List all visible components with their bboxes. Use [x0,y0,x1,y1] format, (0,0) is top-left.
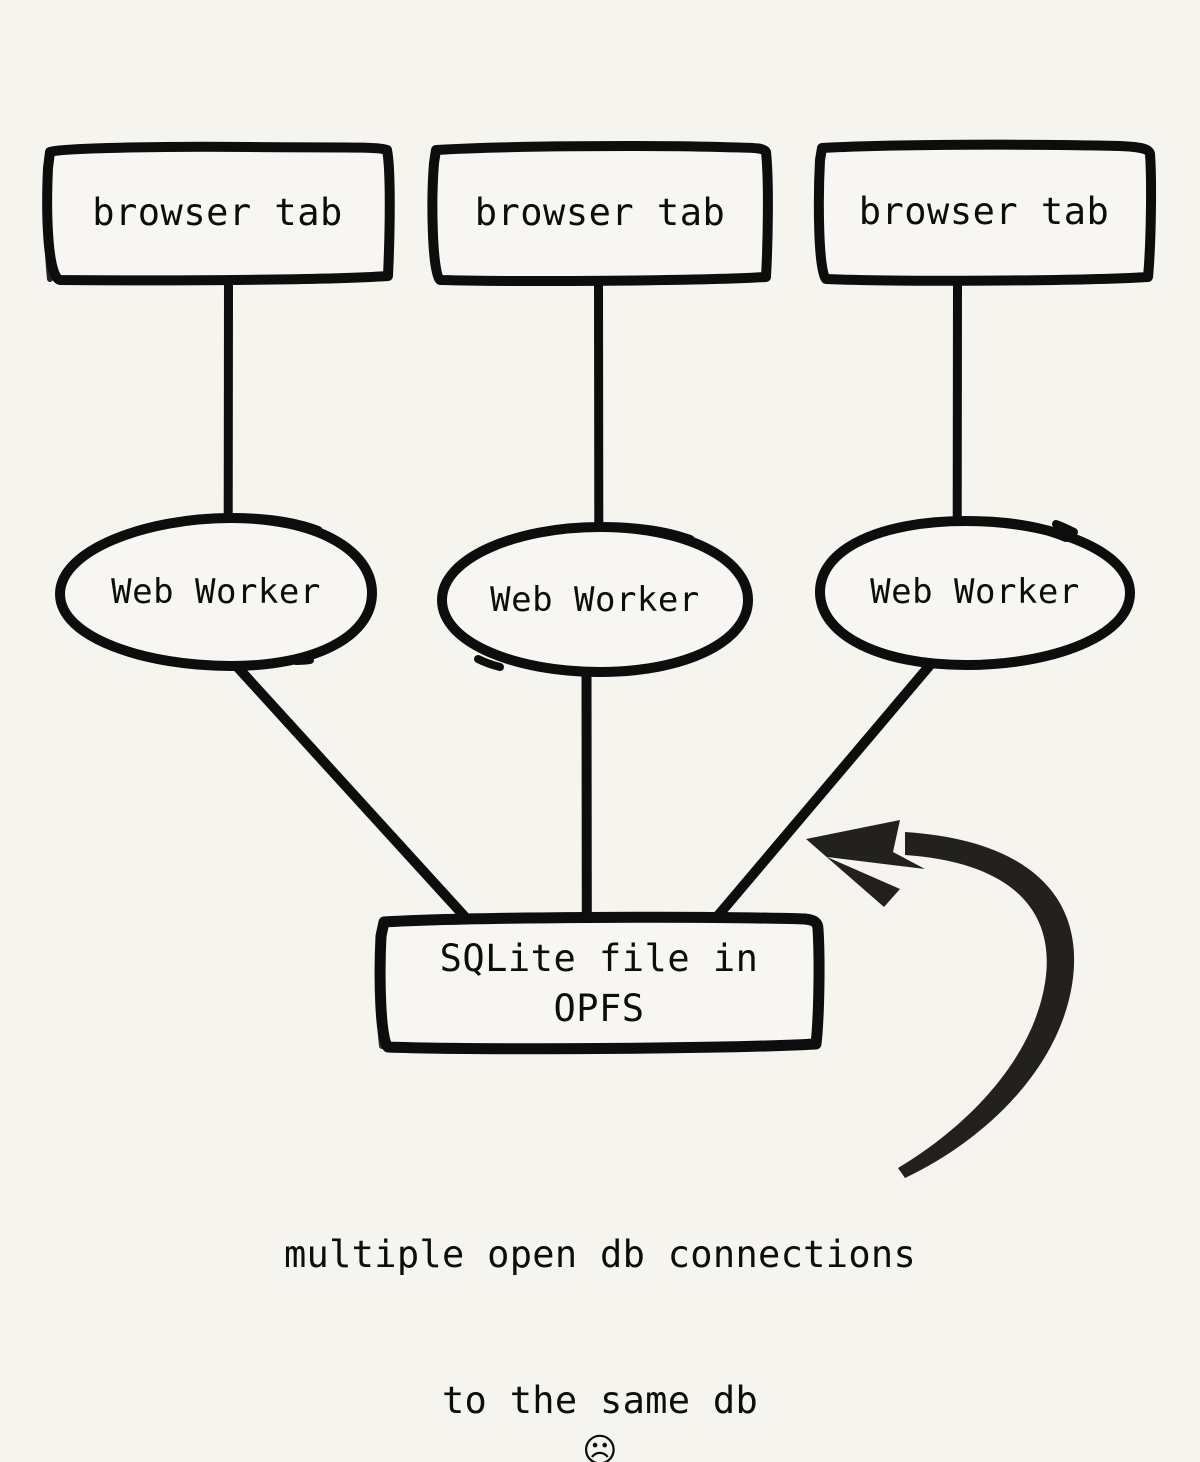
connector-worker3-store [712,654,940,922]
web-worker-2-shape[interactable] [436,521,754,678]
sqlite-file-opfs-shape[interactable] [374,911,825,1055]
browser-tab-3-shape[interactable] [813,139,1157,286]
sad-face-icon: ☹ [582,1431,618,1462]
callout-curved-arrow [806,820,1075,1178]
caption-line-1: multiple open db connections [283,1232,917,1276]
browser-tab-2-shape[interactable] [427,141,773,286]
connector-worker1-store [227,656,470,922]
caption-line-2-wrapper: to the same db ☹ [0,1328,1200,1462]
web-worker-1-shape[interactable] [54,512,378,672]
caption-line-2: to the same db [441,1379,759,1423]
web-worker-3-shape[interactable] [814,515,1136,671]
diagram-caption: multiple open db connections to the same… [0,1182,1200,1462]
browser-tab-1-shape[interactable] [42,141,395,286]
